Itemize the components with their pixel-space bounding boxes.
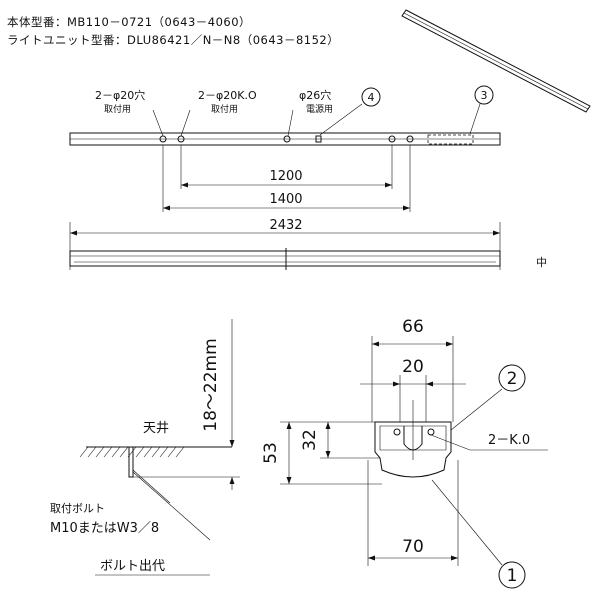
callout-4-circle: [361, 87, 381, 107]
top-plan-view: [69, 103, 501, 146]
callout-3-circle: [474, 85, 494, 105]
dim-53: 53: [261, 442, 281, 464]
ceiling-label: 天井: [143, 421, 169, 436]
power-hole-label: φ26穴: [299, 88, 331, 102]
dimension-lines-top: [162, 145, 411, 212]
ceiling-mount-detail: [79, 319, 240, 576]
side-mark-symbol: 中: [536, 256, 547, 269]
callout-1-circle: [498, 561, 526, 589]
dim-2432: 2432: [269, 218, 302, 233]
side-view: [69, 248, 501, 270]
bolt-label: 取付ボルト: [50, 502, 105, 515]
power-hole-sublabel: 電源用: [306, 104, 333, 115]
mounting-hole-sublabel: 取付用: [104, 104, 131, 115]
dim-1200: 1200: [269, 169, 302, 184]
callout-4: 4: [368, 91, 375, 104]
dim-20: 20: [402, 357, 424, 377]
product-perspective-sketch: [401, 9, 591, 113]
dim-1400: 1400: [269, 192, 302, 207]
bolt-spec-label: M10またはW3／8: [50, 521, 159, 536]
knockout-label: 2－K.0: [488, 433, 530, 448]
callout-2-circle: [498, 364, 526, 392]
callout-2: 2: [507, 369, 518, 389]
cross-section-view: [280, 336, 548, 566]
dim-70: 70: [402, 537, 424, 557]
body-model-number: 本体型番：MB110－0721（0643－4060）: [7, 15, 252, 29]
dim-bolt-range: 18～22mm: [201, 338, 221, 431]
knockout-hole-label: 2－φ20K.O: [198, 89, 257, 102]
mounting-hole-label: 2－φ20穴: [95, 88, 145, 102]
knockout-hole-sublabel: 取付用: [211, 104, 238, 115]
bolt-extension-label: ボルト出代: [100, 559, 165, 574]
callout-1: 1: [507, 566, 518, 586]
dim-66: 66: [402, 317, 424, 337]
light-unit-model-number: ライトユニット型番：DLU86421／N－N8（0643－8152）: [7, 33, 340, 47]
dim-32: 32: [300, 429, 320, 451]
callout-3: 3: [481, 89, 488, 102]
